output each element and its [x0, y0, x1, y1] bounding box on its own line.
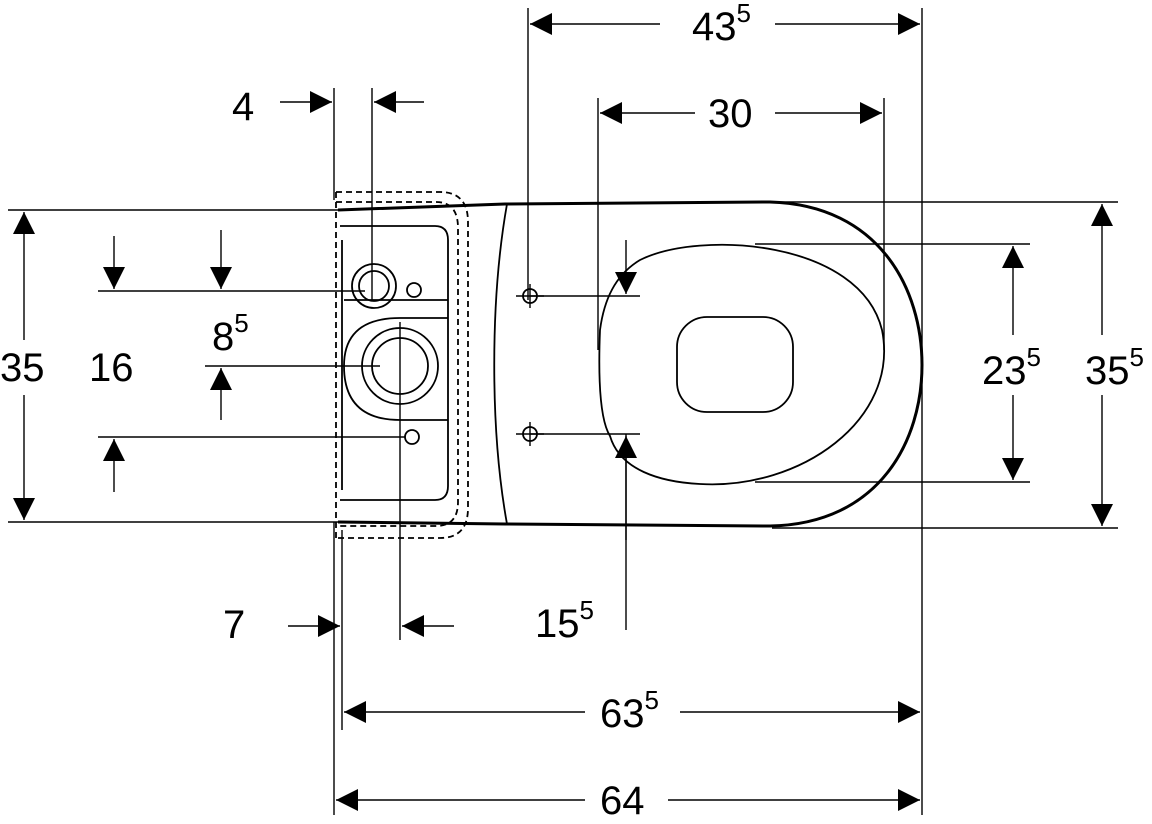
dim-fix-spacing: 235: [982, 342, 1041, 393]
dim-height-inlet: 16: [89, 346, 134, 390]
dim-width-right: 355: [1085, 342, 1144, 393]
dim-top-overall: 435: [692, 0, 751, 49]
dim-top-seat: 30: [708, 92, 753, 136]
dim-depth-total: 64: [600, 779, 645, 823]
bowl-opening-icon: [676, 316, 794, 413]
dim-fix-distance: 155: [535, 595, 594, 646]
water-inlet-icon: [351, 263, 397, 309]
dim-bottom-offset: 7: [223, 603, 245, 647]
toilet-body: [337, 200, 924, 528]
fixing-points: [516, 284, 544, 446]
dim-inlet-offset: 85: [212, 308, 249, 359]
dim-left-offset: 4: [232, 85, 254, 129]
dim-depth-inner: 635: [600, 685, 659, 736]
dimension-arrows: [13, 13, 1113, 811]
seat-outline: [598, 243, 885, 486]
extension-lines: [8, 8, 1118, 815]
cistern-interior: [340, 225, 449, 501]
cistern-outline: [335, 191, 469, 539]
dim-height-total: 35: [0, 346, 45, 390]
